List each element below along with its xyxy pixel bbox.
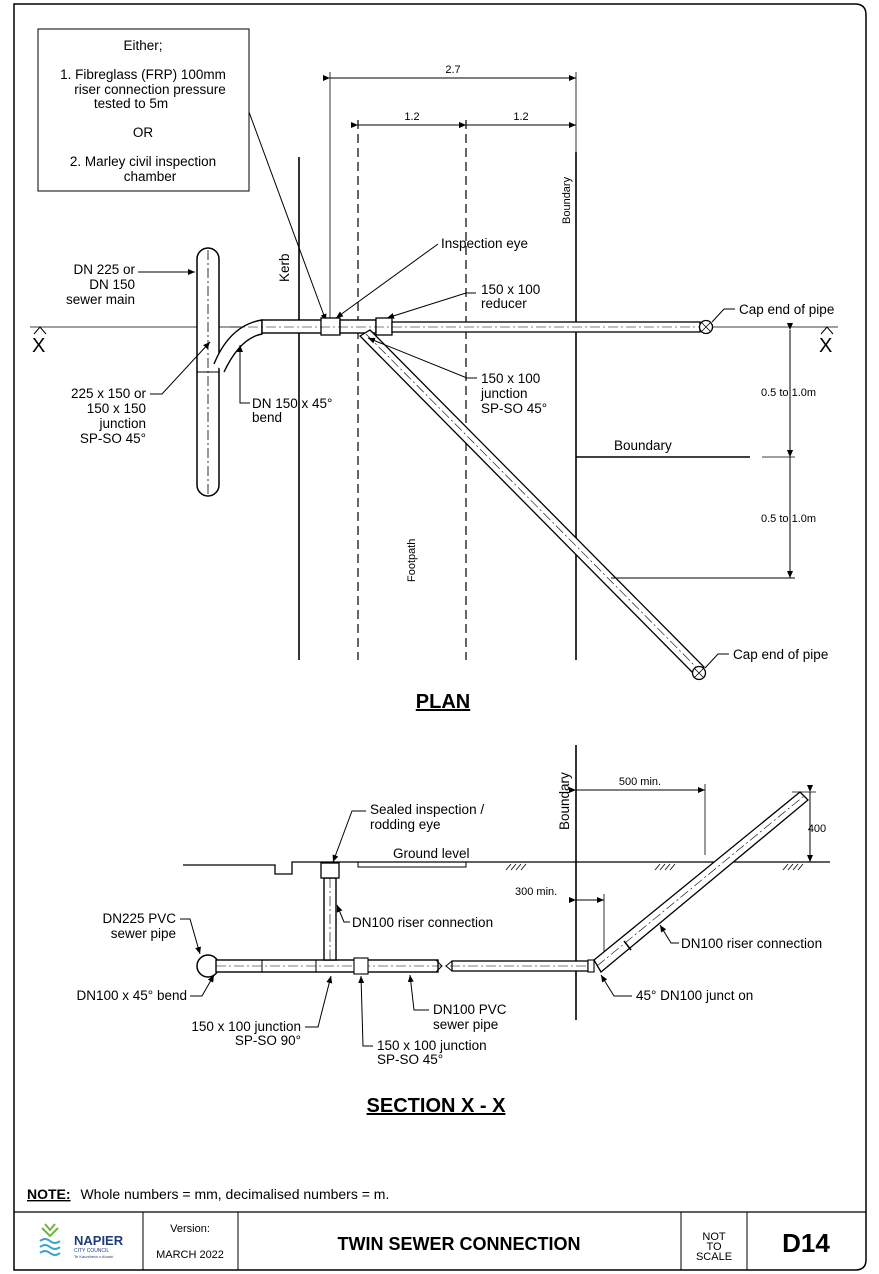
dim-total: 2.7 [445,64,460,76]
version-value: MARCH 2022 [156,1249,224,1261]
logo-sub: CITY COUNCIL [74,1248,109,1254]
dim-300: 300 min. [515,886,557,898]
footpath-label: Footpath [406,539,418,582]
junction-45-dn100-label: 45° DN100 junct on [636,988,753,1003]
sealed-label-1: Sealed inspection / [370,802,484,817]
junction-45-label-2: SP-SO 45° [377,1052,443,1067]
section-view: Ground level Boundary 500 min. 400 300 m… [77,745,830,1117]
diagonal-branch-pipe [358,329,706,675]
dim-400: 400 [808,823,826,835]
rodding-eye [320,862,340,879]
dim-d: 0.5 to 1.0m [761,513,816,525]
junction-left-label-3: junction [98,416,146,431]
dim-a: 1.2 [404,111,419,123]
dim-c: 0.5 to 1.0m [761,387,816,399]
junction-left-label-2: 150 x 150 [87,401,146,416]
note-box-line6: 2. Marley civil inspection [70,154,216,169]
note-box-line1: Either; [123,38,162,53]
sheet-border [13,3,867,1271]
napier-logo-icon [39,1223,61,1256]
riser-label-1: DN100 riser connection [352,915,493,930]
note-label: NOTE: [27,1186,71,1202]
title-block: NAPIER CITY COUNCIL Te Kaunihera o Ahuri… [14,1211,866,1270]
scale-line2: TO [706,1241,722,1253]
general-note: NOTE: Whole numbers = mm, decimalised nu… [27,1186,389,1202]
note-box: Either; 1. Fibreglass (FRP) 100mm riser … [37,28,250,192]
note-box-line4: tested to 5m [94,96,168,111]
scale-line3: SCALE [696,1251,732,1263]
reducer-label-1: 150 x 100 [481,282,540,297]
main-label-3: sewer main [66,292,135,307]
plan-view: Kerb Footpath Boundary Boundary 2.7 1.2 … [30,64,838,713]
logo-name: NAPIER [74,1233,124,1248]
main-label-1: DN 225 or [73,262,135,277]
section-boundary-label: Boundary [557,772,572,830]
junction-left-label-1: 225 x 150 or [71,386,147,401]
junction-right-label-3: SP-SO 45° [481,401,547,416]
note-box-line3: riser connection pressure [74,82,226,97]
junction-left-label-4: SP-SO 45° [80,431,146,446]
note-leader [248,111,327,322]
junction-90-label-1: 150 x 100 junction [191,1019,301,1034]
dn100-pvc-label-2: sewer pipe [433,1017,498,1032]
dn100-pvc-label-1: DN100 PVC [433,1002,507,1017]
note-box-line7: chamber [124,169,177,184]
bend-label-1: DN 150 x 45° [252,396,332,411]
drawing-number: D14 [782,1228,830,1258]
boundary-horizontal-label: Boundary [614,438,672,453]
inspection-eye-label: Inspection eye [441,236,528,251]
kerb-label: Kerb [277,253,292,282]
drawing-title: TWIN SEWER CONNECTION [338,1234,581,1254]
bend-label-2: bend [252,410,282,425]
scale-line1: NOT [702,1231,726,1243]
section-mark-left: X [32,335,45,357]
junction-right-label-1: 150 x 100 [481,371,540,386]
section-mark-right: X [819,335,832,357]
plan-title: PLAN [416,691,470,713]
pvc-pipe-label-2: sewer pipe [111,926,176,941]
ground-level-label: Ground level [393,846,470,861]
cap-end-1-label: Cap end of pipe [739,302,834,317]
pvc-pipe-label-1: DN225 PVC [102,911,176,926]
inspection-eye [320,317,341,336]
dim-500: 500 min. [619,776,661,788]
note-box-line2: 1. Fibreglass (FRP) 100mm [60,67,226,82]
reducer [375,317,393,336]
section-title: SECTION X - X [367,1095,507,1117]
version-label: Version: [170,1223,210,1235]
junction-90-label-2: SP-SO 90° [235,1033,301,1048]
sealed-label-2: rodding eye [370,817,441,832]
reducer-label-2: reducer [481,296,527,311]
junction-45-label-1: 150 x 100 junction [377,1038,487,1053]
junction-right-label-2: junction [480,386,528,401]
note-box-line5: OR [133,125,154,140]
riser-label-2: DN100 riser connection [681,936,822,951]
cap-end-2-label: Cap end of pipe [733,647,828,662]
logo-tag: Te Kaunihera o Ahuriri [74,1254,113,1259]
boundary-vertical-label: Boundary [561,176,573,224]
main-label-2: DN 150 [89,277,135,292]
dim-b: 1.2 [513,111,528,123]
bend-section-label: DN100 x 45° bend [77,988,187,1003]
note-text: Whole numbers = mm, decimalised numbers … [80,1186,389,1202]
